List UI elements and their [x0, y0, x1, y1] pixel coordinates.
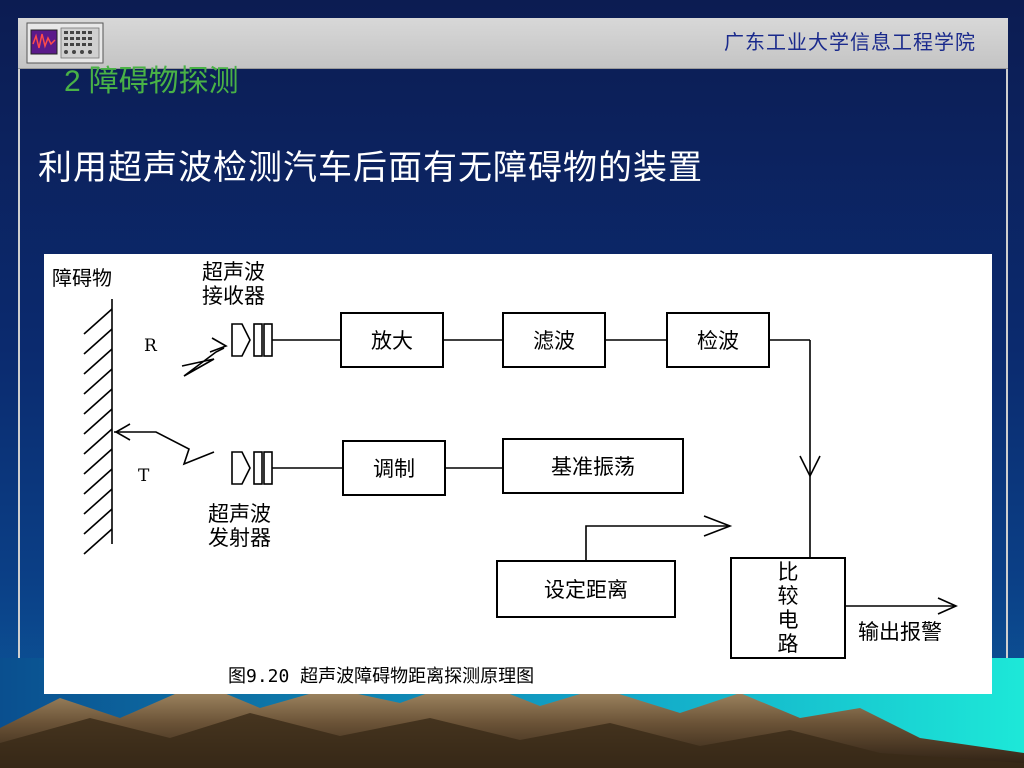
- filter-box: 滤波: [502, 312, 606, 368]
- diagram-lines: [83, 299, 958, 615]
- receiver-label-line1: 超声波: [202, 260, 265, 284]
- detect-box: 检波: [666, 312, 770, 368]
- compare-circuit-box: 比 较 电 路: [730, 557, 846, 659]
- amplify-box: 放大: [340, 312, 444, 368]
- output-arrow: [937, 597, 958, 615]
- frame-right-line: [1006, 18, 1008, 750]
- modulate-box: 调制: [342, 440, 446, 496]
- transmitter-label-line1: 超声波: [208, 502, 271, 526]
- transmitter-transducer: [231, 451, 342, 485]
- transmitter-label-line2: 发射器: [208, 526, 271, 550]
- slide-subtitle: 利用超声波检测汽车后面有无障碍物的装置: [38, 148, 703, 188]
- reflected-wave-arrow: [209, 337, 228, 353]
- frame-left-line: [18, 18, 20, 750]
- transmitted-wave-line: [114, 431, 215, 466]
- header-bar: [18, 18, 1008, 69]
- line-setdist-compare: [585, 525, 730, 560]
- school-name: 广东工业大学信息工程学院: [724, 30, 976, 54]
- receiver-label-line2: 接收器: [202, 284, 265, 308]
- transmitted-wave-arrow: [114, 423, 131, 441]
- diagram-caption: 图9.20 超声波障碍物距离探测原理图: [228, 666, 535, 687]
- receiver-label: 超声波 接收器: [202, 260, 265, 308]
- reflected-wave-line: [181, 347, 225, 377]
- transmitter-label: 超声波 发射器: [208, 502, 271, 550]
- compare-line1: 比: [777, 560, 799, 584]
- compare-line2: 较: [777, 584, 799, 608]
- output-alarm-label: 输出报警: [858, 620, 942, 644]
- section-title-text: 障碍物探测: [88, 64, 239, 99]
- compare-line3: 电: [777, 608, 799, 632]
- section-number: 2: [64, 65, 81, 98]
- compare-line4: 路: [777, 632, 799, 656]
- receiver-transducer: [231, 323, 340, 357]
- obstacle-label: 障碍物: [52, 266, 112, 290]
- oscillator-box: 基准振荡: [502, 438, 684, 494]
- ultrasonic-diagram: 障碍物 超声波 接收器 超声波 发射器 R T 放大 滤波 检波 调制 基准振荡…: [44, 254, 992, 694]
- obstacle-hatching: [83, 308, 113, 555]
- set-distance-box: 设定距离: [496, 560, 676, 618]
- setdist-arrow: [703, 515, 733, 537]
- r-label: R: [144, 336, 157, 356]
- t-label: T: [138, 466, 150, 486]
- oscilloscope-logo-icon: [26, 22, 104, 64]
- down-arrow: [799, 455, 821, 478]
